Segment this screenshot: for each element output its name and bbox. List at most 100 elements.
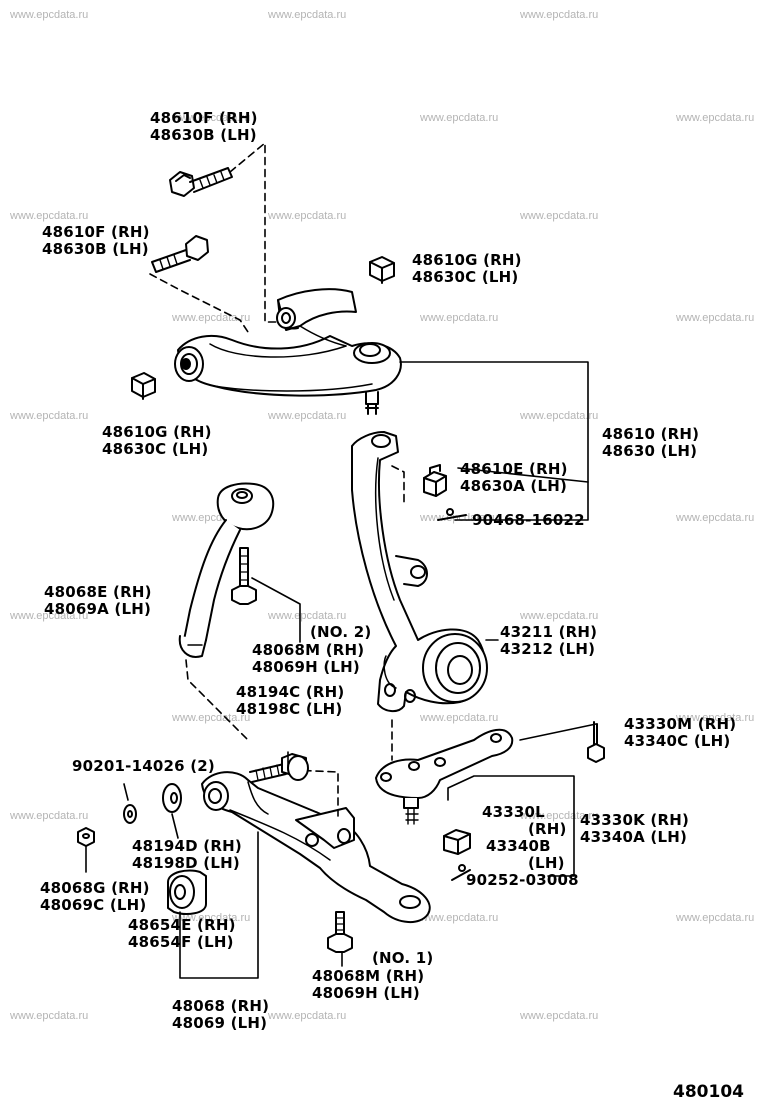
label-bolt-upper-front: 48610F (RH) 48630B (LH)	[150, 110, 258, 144]
watermark: www.epcdata.ru	[520, 210, 599, 222]
upper-arm-leader	[399, 361, 589, 521]
watermark: www.epcdata.ru	[520, 9, 599, 21]
lower-ball-joint	[375, 728, 514, 825]
part-number-rh: 48610G (RH)	[412, 251, 522, 269]
castle-nut-leader	[457, 467, 589, 483]
bolt-no1	[327, 911, 353, 953]
watermark: www.epcdata.ru	[420, 312, 499, 324]
part-number-lh: 48069 (LH)	[172, 1014, 268, 1032]
lower-cotter-pin	[451, 864, 471, 881]
label-nut-upper-left: 48610G (RH) 48630C (LH)	[102, 424, 212, 458]
part-number-rh: 48610F (RH)	[42, 223, 150, 241]
upper-dashed-leaders	[149, 142, 286, 333]
part-number-lh: 48630C (LH)	[412, 268, 519, 286]
upper-rear-bolt	[151, 235, 209, 273]
part-number-rh: 48068 (RH)	[172, 997, 270, 1015]
upper-cotter-pin	[437, 508, 467, 521]
strut-dashed	[185, 659, 251, 743]
lower-control-arm	[201, 771, 431, 923]
part-number-rh: 48068M (RH)	[312, 967, 425, 985]
part-number-lh: 48069A (LH)	[44, 600, 152, 618]
lower-arm-bolt	[249, 753, 309, 783]
label-bushing: 48654E (RH) 48654F (LH)	[128, 917, 236, 951]
bolt-tag: (NO. 1)	[372, 949, 434, 967]
part-number-rh: 48610 (RH)	[602, 425, 700, 443]
ball-joint-nut	[443, 829, 471, 855]
part-number-rh: 43330K (RH)	[580, 811, 690, 829]
watermark: www.epcdata.ru	[520, 610, 599, 622]
label-ball-joint-lh: (LH)	[528, 855, 565, 872]
bushing	[167, 869, 207, 915]
watermark: www.epcdata.ru	[676, 712, 755, 724]
watermark: www.epcdata.ru	[172, 912, 251, 924]
label-cotter-lower: 90252-03008	[466, 872, 579, 889]
watermark: www.epcdata.ru	[268, 9, 347, 21]
watermark: www.epcdata.ru	[10, 9, 89, 21]
part-number-lh: 48198D (LH)	[132, 854, 240, 872]
label-castle-nut: 48610E (RH) 48630A (LH)	[460, 461, 568, 495]
label-washer: 90201-14026 (2)	[72, 758, 215, 775]
watermark: www.epcdata.ru	[420, 512, 499, 524]
part-number-lh: 43340C (LH)	[624, 732, 731, 750]
part-number-rh: 48068M (RH)	[252, 641, 365, 659]
part-number-lh: 48198C (LH)	[236, 700, 343, 718]
label-ball-joint-bolt: 43330M (RH) 43340C (LH)	[624, 716, 736, 750]
ball-joint-bolt-leader	[519, 723, 597, 741]
part-number-rh: 48068E (RH)	[44, 583, 152, 601]
label-ball-joint-alt: 43330K (RH) 43340A (LH)	[580, 812, 689, 846]
ball-joint-bolt	[587, 721, 605, 763]
label-bolt-upper-rear: 48610F (RH) 48630B (LH)	[42, 224, 150, 258]
part-number-lh: 48069H (LH)	[312, 984, 420, 1002]
watermark: www.epcdata.ru	[520, 810, 599, 822]
lower-nut	[77, 827, 95, 847]
label-no1-tag: (NO. 1)	[372, 950, 433, 967]
part-number-lh: 48630 (LH)	[602, 442, 698, 460]
watermark: www.epcdata.ru	[268, 410, 347, 422]
label-knuckle: 43211 (RH) 43212 (LH)	[500, 624, 597, 658]
part-number-lh: 48630B (LH)	[150, 126, 257, 144]
part-number-lh: 48069H (LH)	[252, 658, 360, 676]
upper-front-bolt	[169, 167, 233, 197]
upper-left-nut	[131, 372, 156, 400]
watermark: www.epcdata.ru	[676, 512, 755, 524]
watermark: www.epcdata.ru	[420, 712, 499, 724]
part-number-lh: 43340A (LH)	[580, 828, 688, 846]
part-number-rh: 48068G (RH)	[40, 879, 150, 897]
watermark: www.epcdata.ru	[520, 410, 599, 422]
watermark: www.epcdata.ru	[268, 1010, 347, 1022]
strut-rod	[178, 482, 275, 658]
castle-nut	[423, 464, 447, 497]
part-number-rh: 48654E (RH)	[128, 916, 236, 934]
label-lower-arm-bolt: 48194C (RH) 48198C (LH)	[236, 684, 344, 718]
watermark: www.epcdata.ru	[10, 610, 89, 622]
watermark: www.epcdata.ru	[420, 912, 499, 924]
label-cotter-upper: 90468-16022	[472, 512, 585, 529]
label-strut-rod: 48068E (RH) 48069A (LH)	[44, 584, 152, 618]
upper-control-arm	[174, 288, 402, 415]
watermark: www.epcdata.ru	[268, 610, 347, 622]
lower-arm-leader	[179, 831, 259, 979]
ball-joint-leader	[447, 775, 575, 877]
upper-right-nut	[369, 256, 395, 284]
watermark: www.epcdata.ru	[10, 210, 89, 222]
part-number: 43330L	[482, 803, 545, 821]
bolt-tag: (NO. 2)	[310, 623, 372, 641]
part-number-lh: 48630C (LH)	[102, 440, 209, 458]
watermark: www.epcdata.ru	[10, 810, 89, 822]
watermark: www.epcdata.ru	[676, 112, 755, 124]
part-number-rh: 43211 (RH)	[500, 623, 598, 641]
side-rh: (RH)	[528, 820, 567, 838]
diagram-number: 480104	[673, 1082, 744, 1102]
label-bolt-no2: 48068M (RH) 48069H (LH)	[252, 642, 364, 676]
label-no2-tag: (NO. 2)	[310, 624, 371, 641]
part-number-rh: 48194D (RH)	[132, 837, 242, 855]
label-ball-joint-nut: 43340B	[486, 838, 551, 855]
knuckle-dashed	[391, 465, 405, 505]
label-upper-arm: 48610 (RH) 48630 (LH)	[602, 426, 699, 460]
watermark: www.epcdata.ru	[172, 112, 251, 124]
part-number-rh: 48194C (RH)	[236, 683, 345, 701]
part-number-lh: 48654F (LH)	[128, 933, 234, 951]
part-number: 90201-14026 (2)	[72, 757, 215, 775]
watermark: www.epcdata.ru	[420, 112, 499, 124]
watermark: www.epcdata.ru	[172, 712, 251, 724]
